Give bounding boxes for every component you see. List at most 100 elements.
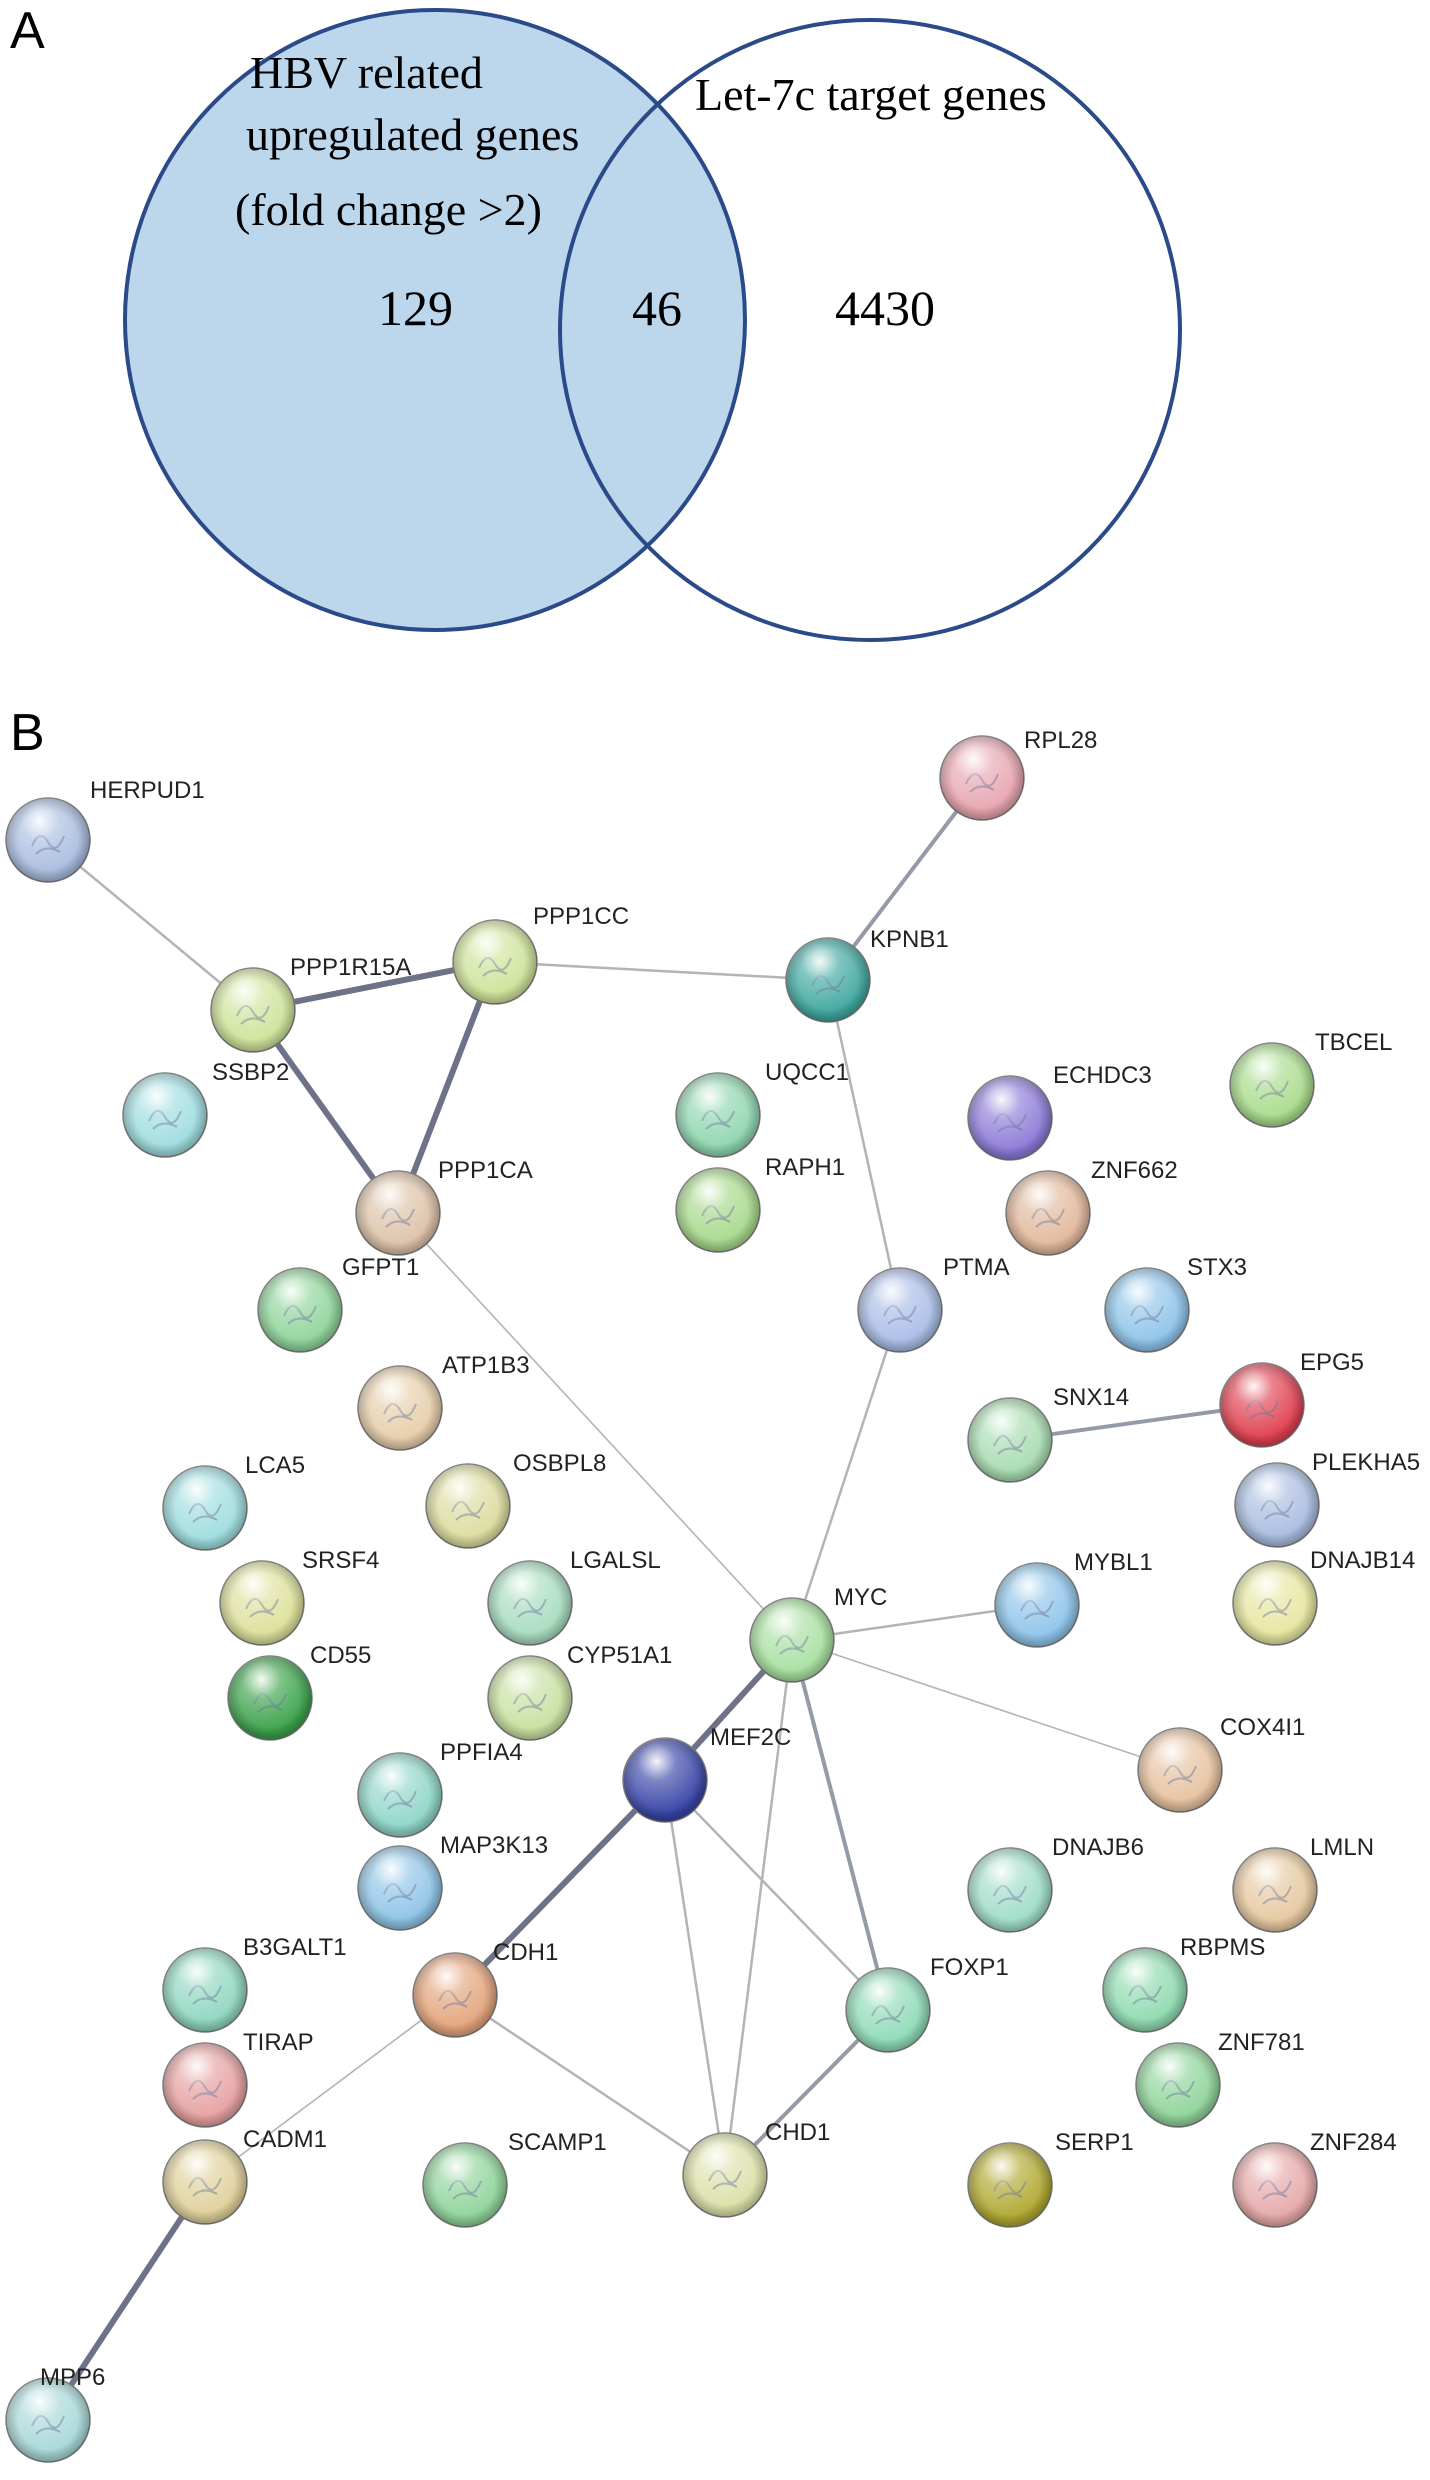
node-rbpms[interactable]: RBPMS [1102,1934,1265,2033]
node-echdc3[interactable]: ECHDC3 [967,1062,1152,1161]
edge-ptma-myc [790,1309,902,1641]
edge-myc-foxp1 [790,1639,890,2011]
node-sphere-highlight [846,1968,930,2052]
venn-left-set [123,8,747,632]
node-label: SSBP2 [212,1059,289,1086]
node-gfpt1[interactable]: GFPT1 [257,1254,419,1353]
node-dnajb14[interactable]: DNAJB14 [1232,1547,1415,1646]
node-sphere-highlight [858,1268,942,1352]
node-ppfia4[interactable]: PPFIA4 [357,1739,523,1838]
node-sphere-highlight [1230,1043,1314,1127]
node-mpp6[interactable]: MPP6 [5,2364,105,2463]
node-raph1[interactable]: RAPH1 [675,1154,845,1253]
node-label: PTMA [943,1254,1010,1281]
node-plekha5[interactable]: PLEKHA5 [1234,1449,1420,1548]
venn-intersection-count: 46 [632,280,682,336]
panel-b-letter: B [10,704,45,762]
node-label: ZNF662 [1091,1157,1178,1184]
node-cyp51a1[interactable]: CYP51A1 [487,1642,672,1741]
node-myc[interactable]: MYC [749,1584,887,1683]
node-znf284[interactable]: ZNF284 [1232,2129,1397,2228]
node-lca5[interactable]: LCA5 [162,1452,305,1551]
node-mybl1[interactable]: MYBL1 [994,1549,1153,1648]
node-sphere-highlight [676,1073,760,1157]
node-ppp1r15a[interactable]: PPP1R15A [210,954,411,1053]
node-scamp1[interactable]: SCAMP1 [422,2129,607,2228]
node-tbcel[interactable]: TBCEL [1229,1029,1392,1128]
node-label: ZNF284 [1310,2129,1397,2156]
node-sphere-highlight [968,2143,1052,2227]
node-sphere-highlight [968,1848,1052,1932]
node-label: RPL28 [1024,727,1097,754]
edge-myc-cox4i1 [791,1639,1181,1771]
node-lmln[interactable]: LMLN [1232,1834,1374,1933]
node-srsf4[interactable]: SRSF4 [219,1547,379,1646]
node-map3k13[interactable]: MAP3K13 [357,1832,548,1931]
node-b3galt1[interactable]: B3GALT1 [162,1934,347,2033]
node-ssbp2[interactable]: SSBP2 [122,1059,289,1158]
node-sphere-highlight [358,1366,442,1450]
node-sphere-highlight [413,1953,497,2037]
node-znf662[interactable]: ZNF662 [1005,1157,1178,1256]
node-label: CDH1 [493,1939,558,1966]
node-sphere-highlight [358,1753,442,1837]
node-chd1[interactable]: CHD1 [682,2119,830,2218]
node-epg5[interactable]: EPG5 [1219,1349,1364,1448]
node-sphere-highlight [1233,1848,1317,1932]
node-osbpl8[interactable]: OSBPL8 [425,1450,606,1549]
node-znf781[interactable]: ZNF781 [1135,2029,1305,2128]
node-tirap[interactable]: TIRAP [162,2029,314,2128]
node-serp1[interactable]: SERP1 [967,2129,1134,2228]
node-label: ECHDC3 [1053,1062,1152,1089]
node-herpud1[interactable]: HERPUD1 [5,777,205,883]
node-cdh1[interactable]: CDH1 [412,1939,558,2038]
node-label: MPP6 [40,2364,105,2391]
node-sphere-highlight [1220,1363,1304,1447]
node-cadm1[interactable]: CADM1 [162,2126,327,2225]
node-rpl28[interactable]: RPL28 [939,727,1097,821]
node-sphere-highlight [6,2378,90,2462]
node-sphere-highlight [220,1561,304,1645]
node-label: SCAMP1 [508,2129,607,2156]
node-sphere-highlight [995,1563,1079,1647]
node-sphere-highlight [163,1948,247,2032]
node-label: LGALSL [570,1547,661,1574]
node-sphere-highlight [676,1168,760,1252]
node-label: MEF2C [710,1724,791,1751]
node-lgalsl[interactable]: LGALSL [487,1547,661,1646]
node-sphere-highlight [940,736,1024,820]
node-cox4i1[interactable]: COX4I1 [1137,1714,1305,1813]
edge-ppp1cc-kpnb1 [494,960,829,982]
node-label: OSBPL8 [513,1450,606,1477]
node-label: B3GALT1 [243,1934,347,1961]
node-label: FOXP1 [930,1954,1009,1981]
node-stx3[interactable]: STX3 [1104,1254,1247,1353]
node-sphere-highlight [163,2043,247,2127]
node-sphere-highlight [258,1268,342,1352]
node-label: TBCEL [1315,1029,1392,1056]
node-ptma[interactable]: PTMA [857,1254,1010,1353]
node-uqcc1[interactable]: UQCC1 [675,1059,849,1158]
node-sphere-highlight [163,1466,247,1550]
node-sphere-highlight [1136,2043,1220,2127]
node-sphere-highlight [426,1464,510,1548]
node-label: LCA5 [245,1452,305,1479]
node-sphere-highlight [1105,1268,1189,1352]
node-dnajb6[interactable]: DNAJB6 [967,1834,1144,1933]
node-cd55[interactable]: CD55 [227,1642,371,1741]
node-label: CD55 [310,1642,371,1669]
node-ppp1ca[interactable]: PPP1CA [355,1157,533,1256]
node-sphere-highlight [623,1738,707,1822]
node-ppp1cc[interactable]: PPP1CC [452,903,629,1005]
node-sphere-highlight [1006,1171,1090,1255]
node-foxp1[interactable]: FOXP1 [845,1954,1009,2053]
node-sphere-highlight [968,1398,1052,1482]
node-sphere-highlight [1233,1561,1317,1645]
node-mef2c[interactable]: MEF2C [622,1724,791,1823]
node-atp1b3[interactable]: ATP1B3 [357,1352,530,1451]
node-snx14[interactable]: SNX14 [967,1384,1129,1483]
node-label: CHD1 [765,2119,830,2146]
node-label: UQCC1 [765,1059,849,1086]
node-kpnb1[interactable]: KPNB1 [785,926,949,1023]
